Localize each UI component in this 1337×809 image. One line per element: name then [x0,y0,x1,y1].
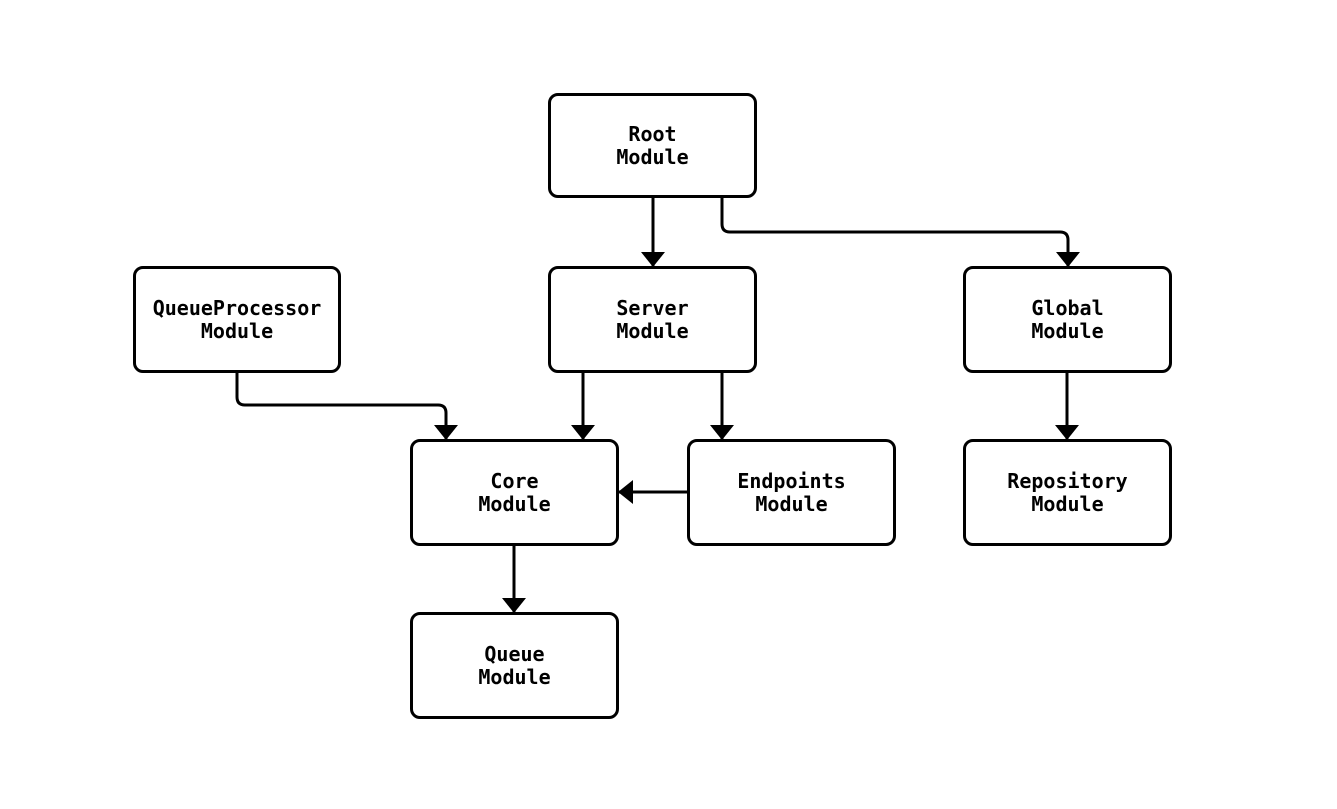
node-queueprocessor-module-label: QueueProcessor Module [152,295,322,343]
node-server-module-label: Server Module [616,295,689,343]
node-endpoints-module-label: Endpoints Module [737,468,846,516]
node-global-module-label: Global Module [1031,295,1104,343]
node-root-module: Root Module [548,93,757,198]
node-queueprocessor-module: QueueProcessor Module [133,266,341,373]
node-core-module: Core Module [410,439,619,546]
edge-queueprocessor-to-core [235,373,458,440]
node-queue-module-label: Queue Module [478,641,551,689]
node-core-module-label: Core Module [478,468,551,516]
node-server-module: Server Module [548,266,757,373]
node-global-module: Global Module [963,266,1172,373]
edge-root-to-global [720,198,1080,267]
node-root-module-label: Root Module [616,121,689,169]
node-repository-module-label: Repository Module [1007,468,1128,516]
node-queue-module: Queue Module [410,612,619,719]
node-endpoints-module: Endpoints Module [687,439,896,546]
node-repository-module: Repository Module [963,439,1172,546]
